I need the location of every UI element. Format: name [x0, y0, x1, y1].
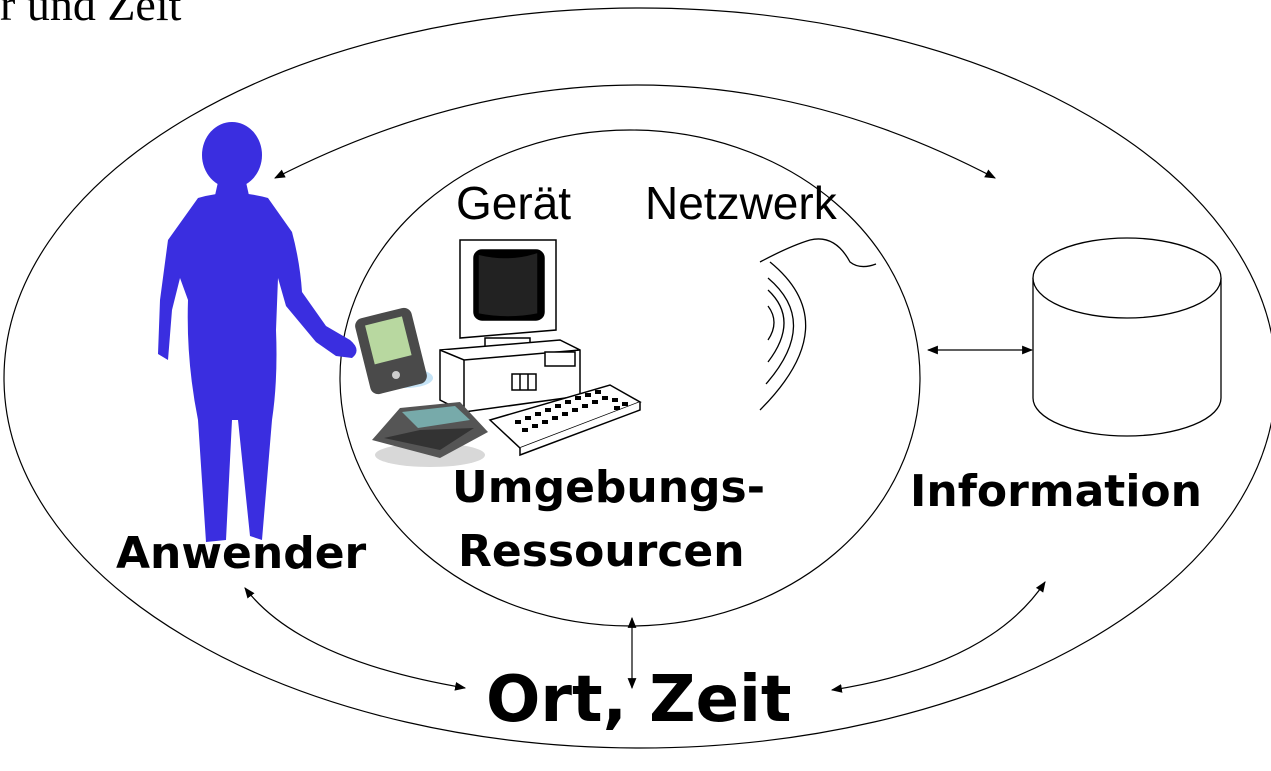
device-label: Gerät — [456, 177, 572, 229]
arrow-user-information — [274, 84, 996, 179]
resources-label-line2: Ressourcen — [458, 526, 745, 577]
wireless-signal-icon — [759, 238, 877, 411]
database-cylinder-icon — [1032, 237, 1222, 437]
keyboard-keys — [515, 390, 628, 432]
arrow-user-placetime — [244, 587, 467, 691]
information-label: Information — [910, 466, 1202, 517]
person-silhouette-icon — [158, 122, 357, 542]
page-title: r und Zeit — [0, 0, 182, 30]
resources-label-line1: Umgebungs- — [452, 462, 766, 513]
user-label: Anwender — [116, 528, 367, 579]
outer-context-ellipse — [3, 7, 1271, 749]
place-time-label: Ort, Zeit — [486, 663, 792, 737]
handheld-keyboard-icon — [372, 402, 488, 467]
network-label: Netzwerk — [645, 177, 837, 229]
arrow-information-placetime — [830, 581, 1046, 693]
computer-icon — [439, 239, 642, 457]
pda-icon — [355, 307, 433, 395]
